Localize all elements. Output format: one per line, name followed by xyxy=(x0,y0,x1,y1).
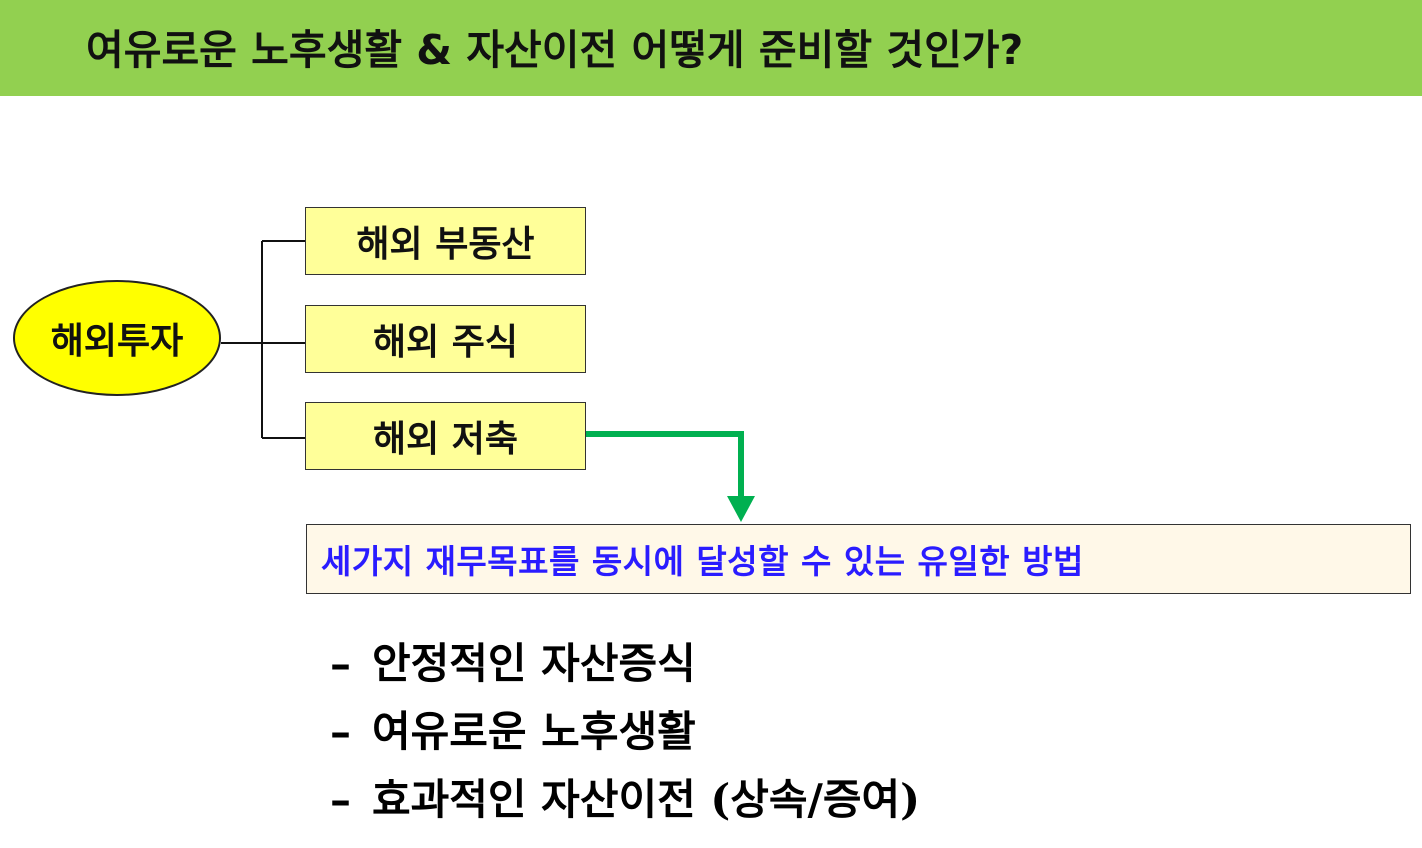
branch-overseas-real-estate: 해외 부동산 xyxy=(305,207,586,275)
root-node-label: 해외투자 xyxy=(50,321,184,362)
page-title: 여유로운 노후생활 & 자산이전 어떻게 준비할 것인가? xyxy=(86,26,1024,74)
goal-dash: – xyxy=(330,639,351,688)
goals-list: –안정적인 자산증식 –여유로운 노후생활 –효과적인 자산이전 (상속/증여) xyxy=(330,630,920,834)
branch-label: 해외 주식 xyxy=(372,322,518,363)
goal-item: –안정적인 자산증식 xyxy=(330,630,920,698)
goal-text: 효과적인 자산이전 (상속/증여) xyxy=(372,775,921,824)
branch-label: 해외 부동산 xyxy=(356,224,535,265)
branch-overseas-stocks: 해외 주식 xyxy=(305,305,586,373)
result-label: 세가지 재무목표를 동시에 달성할 수 있는 유일한 방법 xyxy=(321,542,1084,581)
goal-item: –효과적인 자산이전 (상속/증여) xyxy=(330,766,920,834)
goal-item: –여유로운 노후생활 xyxy=(330,698,920,766)
goal-dash: – xyxy=(330,775,351,824)
branch-overseas-savings: 해외 저축 xyxy=(305,402,586,470)
goal-text: 여유로운 노후생활 xyxy=(372,707,696,756)
goal-text: 안정적인 자산증식 xyxy=(372,639,696,688)
branch-label: 해외 저축 xyxy=(372,419,518,460)
root-node-overseas-investment: 해외투자 xyxy=(13,280,221,396)
green-arrowhead xyxy=(727,496,755,522)
goal-dash: – xyxy=(330,707,351,756)
green-arrow-line xyxy=(586,431,744,498)
title-bar: 여유로운 노후생활 & 자산이전 어떻게 준비할 것인가? xyxy=(0,0,1422,96)
result-box: 세가지 재무목표를 동시에 달성할 수 있는 유일한 방법 xyxy=(306,524,1411,594)
